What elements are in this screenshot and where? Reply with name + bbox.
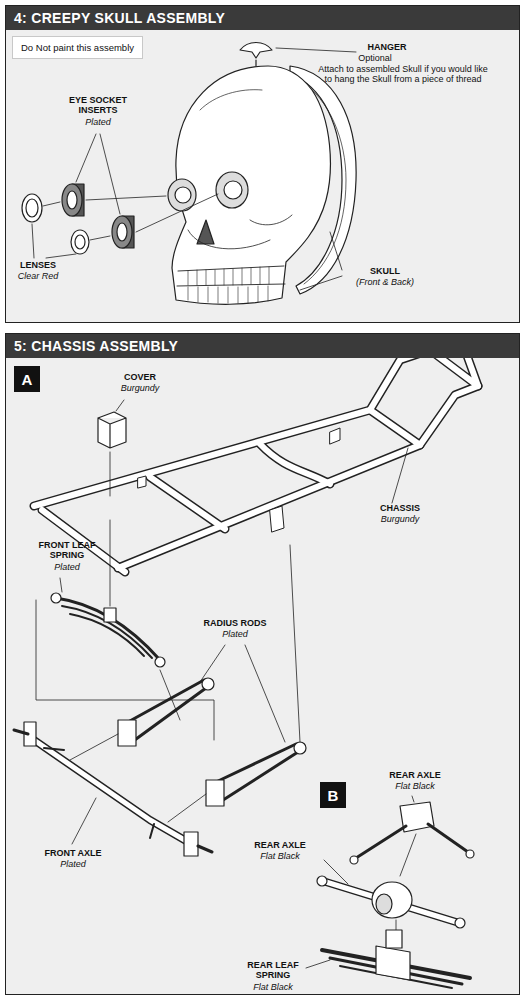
leader-line (255, 60, 256, 66)
finish-label: Plated (185, 629, 285, 639)
panel-ground (5, 5, 520, 323)
radius-rod (118, 678, 306, 806)
step-letter: A (14, 366, 40, 392)
part-label: FRONT LEAF SPRING (22, 540, 112, 561)
step-letter-text: B (328, 787, 339, 804)
part-label: REAR LEAF SPRING (240, 960, 306, 981)
step-heading: 4: CREEPY SKULL ASSEMBLY (6, 6, 519, 30)
assembly-line (400, 834, 416, 876)
step-letter-text: A (22, 371, 33, 388)
leader-line (116, 400, 124, 411)
teeth (188, 267, 269, 303)
chassis-frame (34, 350, 478, 572)
finish-label: Clear Red (8, 271, 68, 281)
finish-label: Plated (28, 859, 118, 869)
finish-label: Flat Black (238, 851, 322, 861)
part-label: Attach to assembled Skull if you would l… (318, 64, 488, 85)
paint-note: Do Not paint this assembly (12, 36, 143, 59)
cover-part (98, 412, 126, 448)
finish-label: Plated (58, 117, 138, 127)
finish-label: Burgundy (110, 383, 170, 393)
part-label: RADIUS RODS (185, 618, 285, 628)
part-label: COVER (110, 372, 170, 382)
assembly-line (110, 452, 111, 496)
leader-line (32, 224, 76, 258)
part-label: Optional (345, 53, 405, 63)
leader-line (324, 860, 348, 884)
leader-line (72, 798, 96, 844)
finish-label: Flat Black (375, 781, 455, 791)
step-letter: B (320, 782, 346, 808)
assembly-panel: 4: CREEPY SKULL ASSEMBLY Do Not paint thi… (5, 5, 520, 323)
finish-label: Plated (22, 562, 112, 572)
assembly-line (43, 194, 218, 240)
assembly-panel: 5: CHASSIS ASSEMBLY A B (5, 333, 520, 995)
finish-label: (Front & Back) (340, 277, 430, 287)
nose-hole (197, 220, 214, 244)
assembly-line (36, 600, 214, 740)
assembly-line (110, 520, 111, 606)
part-label: HANGER (357, 42, 417, 52)
paint-note-text: Do Not paint this assembly (21, 42, 134, 53)
step-heading: 5: CHASSIS ASSEMBLY (6, 334, 519, 358)
rear-axle-part (350, 802, 474, 864)
front-leaf-spring (51, 593, 165, 667)
finish-label: Burgundy (365, 514, 435, 524)
eye-socket (175, 187, 191, 203)
leader-line (76, 134, 120, 214)
skull-detail (200, 90, 262, 110)
part-label: REAR AXLE (238, 840, 322, 850)
eye-socket (224, 181, 242, 199)
eye-socket (216, 172, 248, 208)
part-label: EYE SOCKET INSERTS (58, 95, 138, 116)
leader-line (306, 960, 330, 968)
assembly-line (70, 545, 300, 822)
part-label: FRONT AXLE (28, 848, 118, 858)
leader-line (300, 232, 342, 290)
finish-label: Flat Black (240, 982, 306, 992)
leader-line (412, 796, 414, 802)
leader-line (200, 645, 285, 742)
leader-line (392, 448, 408, 503)
hanger-part (240, 43, 272, 59)
leader-line (276, 48, 356, 52)
front-axle (14, 722, 212, 856)
skull-front (172, 66, 330, 304)
rear-leaf-spring (322, 930, 470, 988)
leader-line (60, 578, 62, 592)
part-label: CHASSIS (365, 503, 435, 513)
part-label: SKULL (340, 266, 430, 276)
panel-ground (5, 333, 520, 995)
cheek-line (188, 215, 292, 249)
rear-axle-part (317, 876, 465, 928)
part-label: LENSES (8, 260, 68, 270)
part-label: REAR AXLE (375, 770, 455, 780)
